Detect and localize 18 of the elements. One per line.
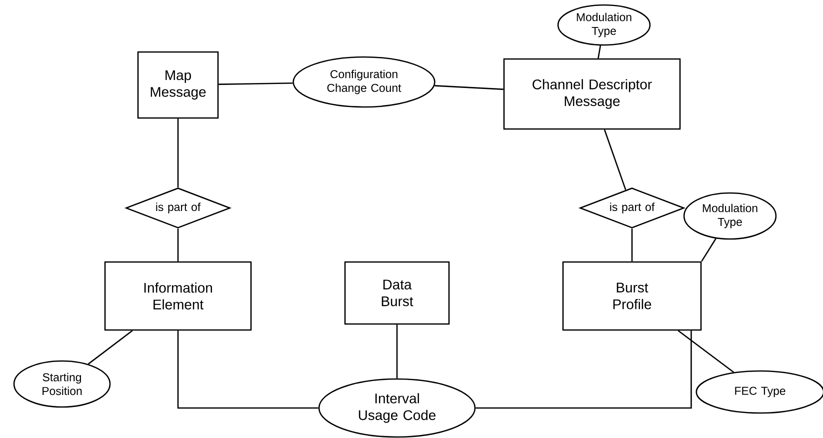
- connector-line: [631, 228, 633, 262]
- connector-line: [701, 238, 716, 262]
- connector-line: [396, 324, 398, 378]
- entity-box: Data Burst: [344, 261, 450, 325]
- entity-box: Map Message: [137, 51, 219, 119]
- connector-line: [177, 118, 179, 188]
- connector-line: [218, 82, 293, 85]
- connector-line: [476, 330, 692, 409]
- connector-line: [88, 330, 133, 365]
- connector-line: [604, 129, 626, 190]
- connector-line: [434, 85, 504, 90]
- entity-box: Burst Profile: [562, 261, 702, 331]
- connector-line: [177, 228, 179, 262]
- connector-line: [598, 45, 602, 58]
- entity-box: Information Element: [104, 261, 252, 331]
- entity-box: Channel Descriptor Message: [503, 58, 681, 130]
- connector-line: [177, 330, 318, 409]
- connector-line: [678, 330, 734, 373]
